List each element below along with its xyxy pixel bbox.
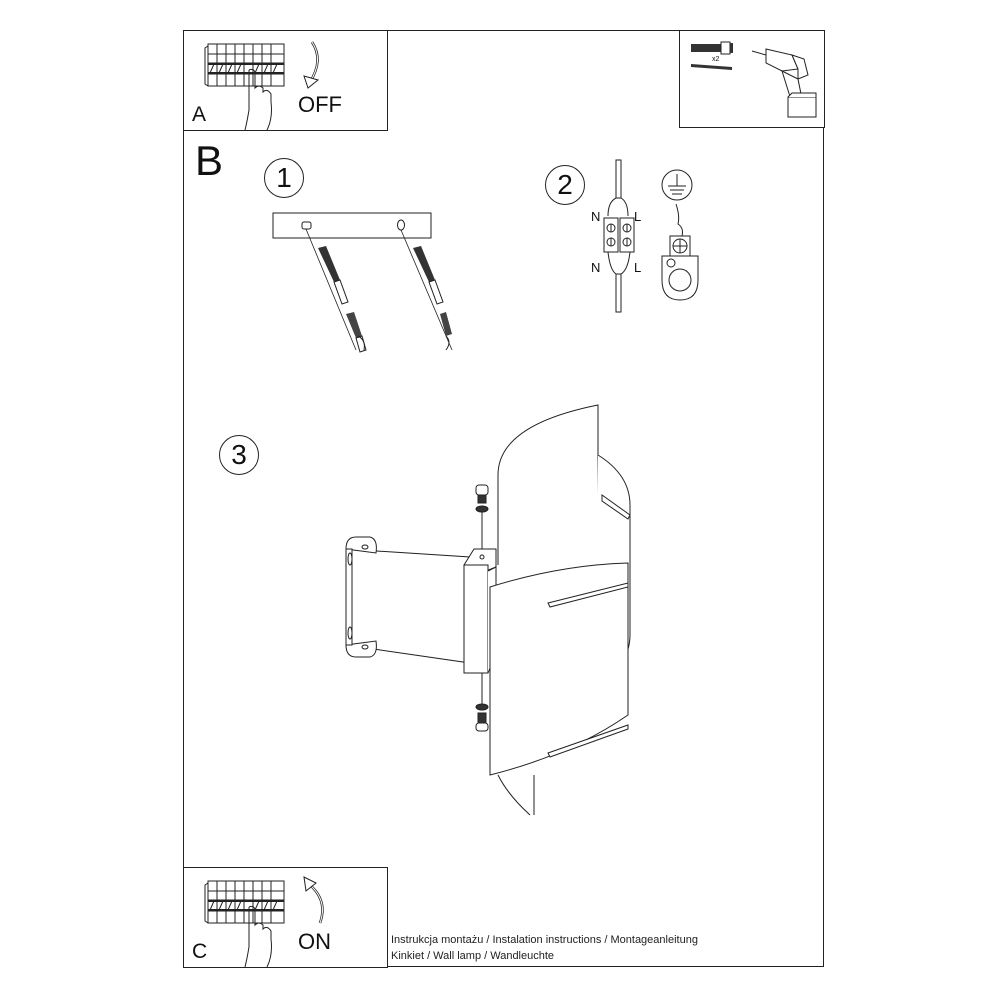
arrow-up-curved-icon [303, 876, 324, 924]
on-label: ON [298, 929, 331, 954]
terminal-block-icon [603, 159, 635, 313]
neutral-bottom-label: N [591, 260, 601, 275]
screw-icon [691, 64, 732, 70]
quantity-label: x2 [712, 56, 720, 63]
section-b-label: B [195, 137, 224, 184]
cordless-drill-icon [751, 48, 817, 118]
screw-icon [475, 484, 489, 732]
arrow-down-curved-icon [303, 41, 320, 89]
step-3-number: 3 [219, 435, 259, 475]
ground-symbol-icon [661, 169, 693, 201]
section-c-label: C [192, 940, 208, 963]
live-bottom-label: L [634, 260, 642, 275]
wall-plug-anchor-icon [346, 312, 452, 353]
step-1-mounting-illustration [272, 212, 453, 353]
curved-lamp-shade-icon [489, 494, 631, 816]
step-2-number: 2 [545, 165, 585, 205]
wall-lamp-assembly-illustration [345, 404, 631, 816]
wall-bracket-icon [345, 536, 471, 664]
step-1-number: 1 [264, 158, 304, 198]
footer-instructions-title: Instrukcja montażu / Instalation instruc… [391, 934, 698, 946]
screw-icon [318, 246, 444, 305]
neutral-top-label: N [591, 209, 601, 224]
page-frame [183, 30, 824, 967]
footer-product-name: Kinkiet / Wall lamp / Wandleuchte [391, 950, 555, 962]
ground-terminal-icon [661, 203, 699, 301]
live-top-label: L [634, 209, 642, 224]
section-a-label: A [192, 103, 207, 126]
wall-plug-anchor-icon [691, 41, 733, 55]
off-label: OFF [298, 92, 342, 117]
breaker-panel-off-icon [204, 43, 285, 131]
breaker-panel-on-icon [204, 880, 285, 968]
mounting-bar-icon [272, 212, 432, 239]
